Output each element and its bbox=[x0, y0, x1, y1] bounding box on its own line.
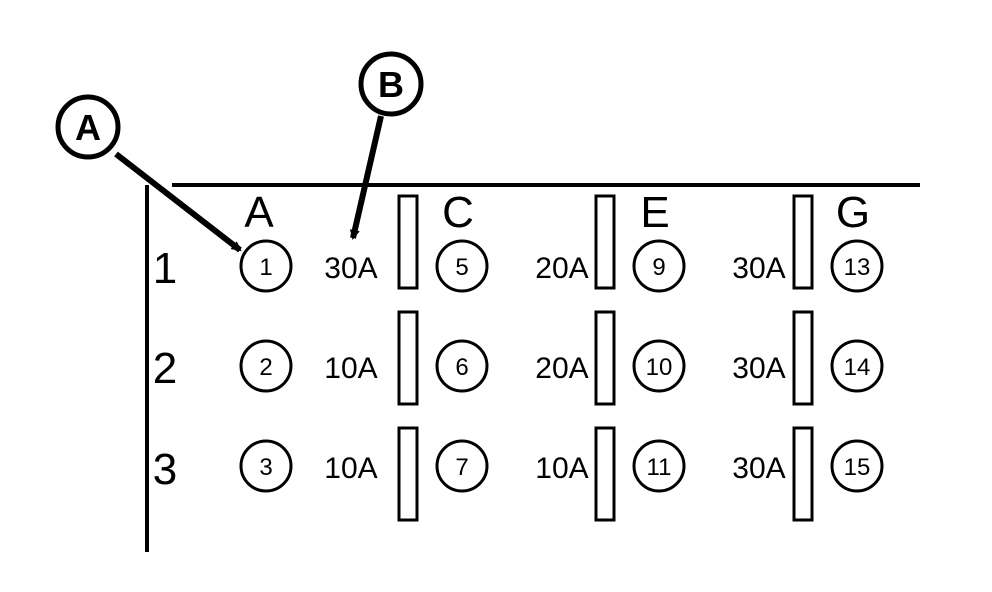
fuse-slot bbox=[594, 310, 616, 406]
fuse-rating: 10A bbox=[324, 452, 377, 485]
fuse-slot bbox=[792, 194, 814, 290]
callout-a-label: A bbox=[75, 107, 101, 148]
fuse-number: 10 bbox=[646, 354, 673, 381]
fuse-rating: 30A bbox=[732, 252, 785, 285]
fuse-row-2: 2 10A 6 20A 10 30A 14 bbox=[239, 310, 884, 406]
callout-a-leader bbox=[114, 151, 242, 253]
callout-a-circle bbox=[55, 94, 121, 160]
fuse-number: 2 bbox=[259, 354, 272, 381]
column-header-e: E bbox=[640, 188, 669, 237]
fuse-rating: 10A bbox=[535, 452, 588, 485]
fuse-number: 5 bbox=[455, 254, 468, 281]
fuse-circle bbox=[632, 439, 686, 493]
fuse-rating: 30A bbox=[732, 352, 785, 385]
row-number-1: 1 bbox=[153, 244, 177, 293]
fuse-rating: 20A bbox=[535, 352, 588, 385]
column-header-a: A bbox=[244, 188, 274, 237]
fuse-number: 1 bbox=[259, 254, 272, 281]
fuse-circle bbox=[239, 239, 293, 293]
fuse-circle bbox=[632, 239, 686, 293]
row-number-3: 3 bbox=[153, 445, 177, 494]
fuse-circle bbox=[435, 339, 489, 393]
callout-b-leader bbox=[349, 115, 384, 240]
fuse-rating: 10A bbox=[324, 352, 377, 385]
fuse-row-3: 3 10A 7 10A 11 30A 15 bbox=[239, 426, 884, 522]
fuse-number: 9 bbox=[652, 254, 665, 281]
fuse-number: 7 bbox=[455, 454, 468, 481]
fuse-slot bbox=[594, 426, 616, 522]
fuse-circle bbox=[830, 439, 884, 493]
fuse-slot bbox=[397, 426, 419, 522]
fuse-rating: 20A bbox=[535, 252, 588, 285]
callout-b-circle bbox=[358, 51, 424, 117]
fuse-circle bbox=[632, 339, 686, 393]
fuse-slot bbox=[397, 194, 419, 290]
fuse-rating: 30A bbox=[732, 452, 785, 485]
fuse-number: 3 bbox=[259, 454, 272, 481]
fuse-slot bbox=[594, 194, 616, 290]
fuse-row-1: 1 30A 5 20A 9 30A 13 bbox=[239, 194, 884, 293]
column-header-c: C bbox=[442, 188, 474, 237]
column-header-g: G bbox=[836, 188, 870, 237]
fuse-number: 14 bbox=[844, 354, 871, 381]
fuse-number: 11 bbox=[647, 454, 672, 481]
fuse-slot bbox=[397, 310, 419, 406]
callout-a: A bbox=[55, 94, 242, 253]
fuse-rating: 30A bbox=[324, 252, 377, 285]
fuse-circle bbox=[435, 439, 489, 493]
callout-b-label: B bbox=[378, 64, 404, 105]
fuse-slot bbox=[792, 310, 814, 406]
fuse-circle bbox=[239, 439, 293, 493]
row-number-2: 2 bbox=[153, 344, 177, 393]
callout-b: B bbox=[349, 51, 424, 240]
fuse-circle bbox=[239, 339, 293, 393]
fuse-circle bbox=[830, 239, 884, 293]
fuse-number: 15 bbox=[844, 454, 871, 481]
fuse-number: 13 bbox=[844, 254, 871, 281]
fuse-slot bbox=[792, 426, 814, 522]
fuse-circle bbox=[830, 339, 884, 393]
fuse-number: 6 bbox=[455, 354, 468, 381]
fuse-circle bbox=[435, 239, 489, 293]
